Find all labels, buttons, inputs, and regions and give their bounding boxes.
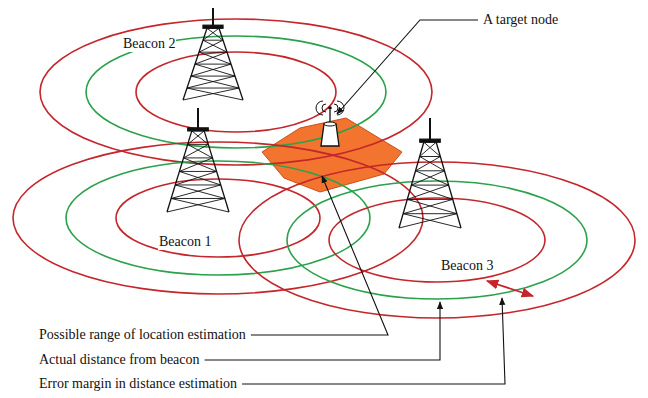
legend-note: Actual distance from beacon (38, 352, 201, 368)
beacon-label: Beacon 3 (440, 258, 494, 274)
legend-note: Error margin in distance estimation (38, 376, 238, 392)
range-ring (40, 19, 432, 165)
beacon-label: Beacon 1 (158, 234, 212, 250)
beacon-label: Beacon 2 (122, 36, 176, 52)
range-ring (116, 179, 320, 257)
beacon-tower (183, 8, 243, 100)
range-ring (136, 52, 336, 132)
leader-line (251, 176, 388, 335)
error-margin-arrow (487, 281, 533, 296)
range-ring (239, 162, 635, 318)
beacon-tower (167, 108, 229, 212)
beacon-tower (399, 118, 461, 228)
leader-line (337, 20, 478, 114)
callout-label: A target node (482, 12, 559, 28)
leader-line (242, 298, 505, 384)
legend-note: Possible range of location estimation (38, 327, 247, 343)
range-ring (86, 36, 386, 148)
target-node-icon (316, 101, 344, 146)
range-ring (329, 198, 545, 282)
